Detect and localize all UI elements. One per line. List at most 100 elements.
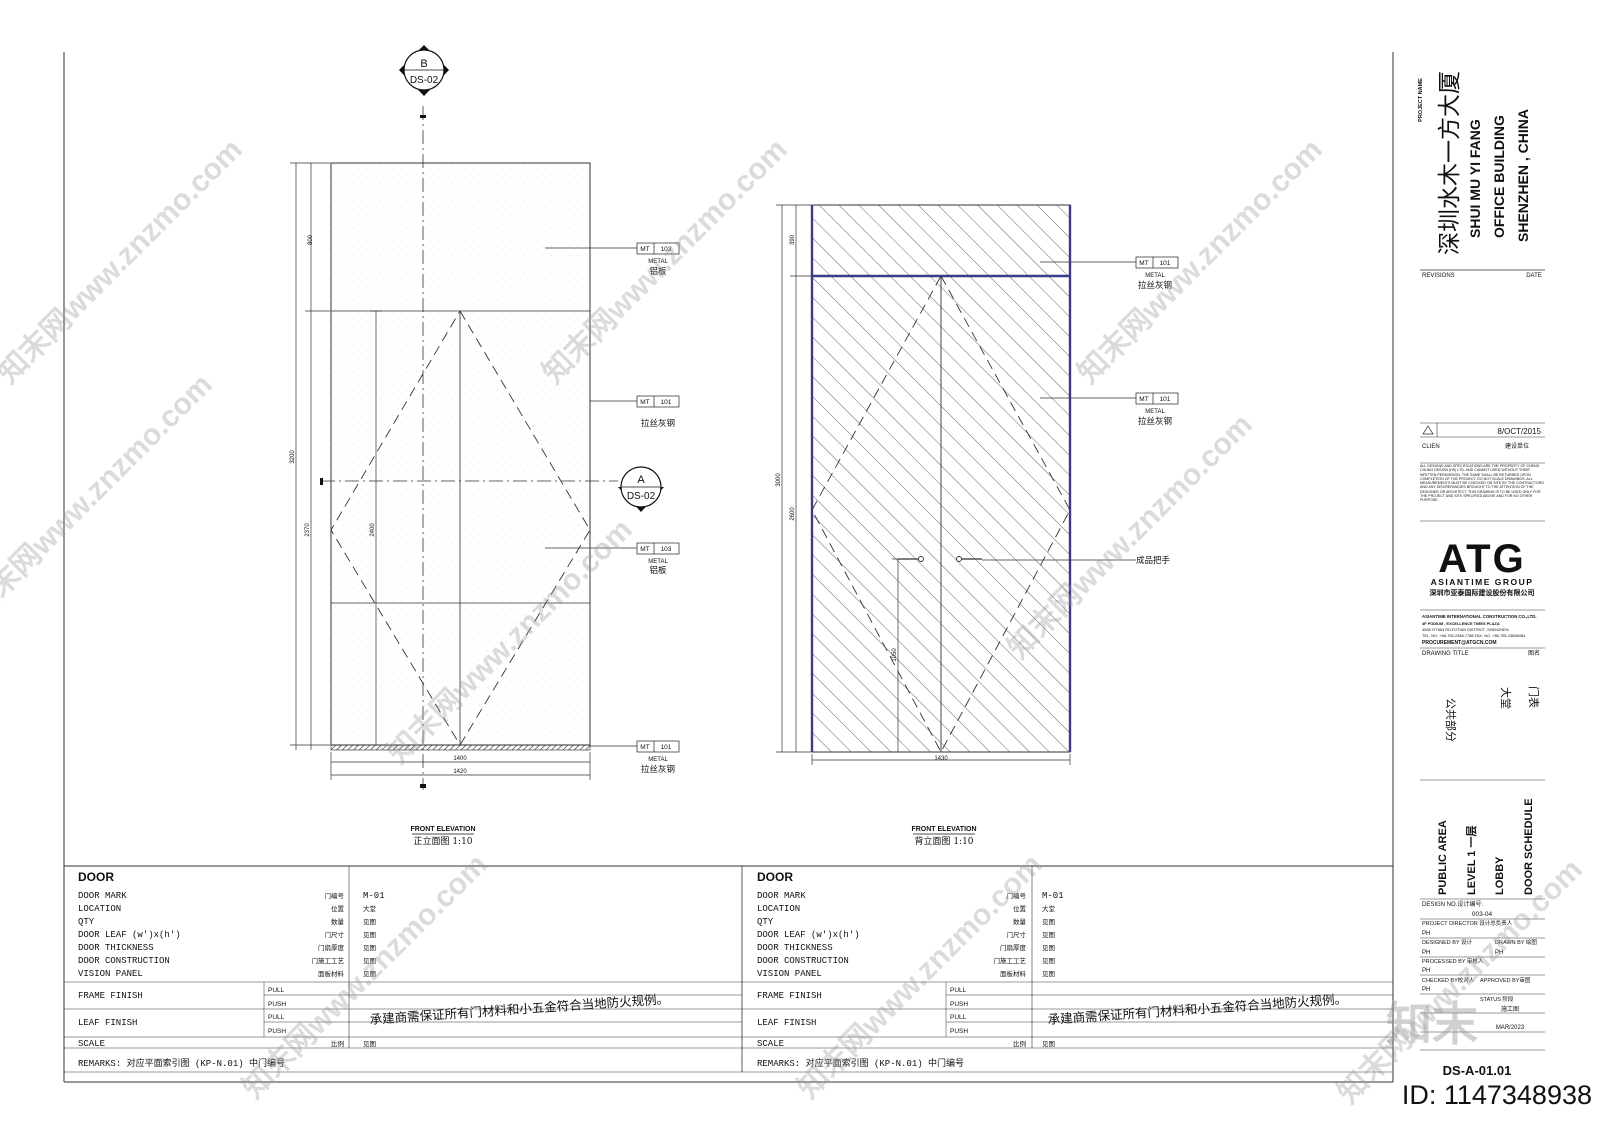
svg-text:MT: MT [640, 546, 649, 553]
svg-text:拉丝灰钢: 拉丝灰钢 [641, 764, 675, 775]
section-marker-a[interactable]: A DS-02 [618, 466, 664, 512]
svg-text:PROJECT DIRECTOR 设计总负责人: PROJECT DIRECTOR 设计总负责人 [1422, 919, 1513, 927]
svg-text:TEL. NO. +86-755-2388-7788 FA: TEL. NO. +86-755-2388-7788 FAX. NO. +86-… [1422, 633, 1526, 638]
svg-text:QTY: QTY [78, 917, 95, 927]
svg-text:比例: 比例 [1013, 1039, 1026, 1048]
svg-text:数量: 数量 [1013, 917, 1027, 926]
front-dim-h-top: 800 [308, 234, 314, 245]
svg-text:SCALE: SCALE [757, 1039, 784, 1049]
svg-text:SHUI MU YI FANG: SHUI MU YI FANG [1467, 119, 1483, 238]
front-door-outline [330, 162, 591, 746]
back-dim-h-top: 390 [790, 234, 796, 245]
title-block: PROJECT NAME 深圳水木一方大厦 SHUI MU YI FANG OF… [1418, 71, 1545, 1078]
svg-text:门施工工艺: 门施工工艺 [312, 956, 345, 965]
back-elevation: 390 3000 2600 1050 1430 MT 101 METAL 拉丝灰… [776, 204, 1179, 847]
svg-text:DOOR LEAF (w')x(h'): DOOR LEAF (w')x(h') [757, 930, 860, 940]
svg-text:面板材料: 面板材料 [1000, 969, 1027, 978]
svg-text:PROCUREMENT@ATGCN.COM: PROCUREMENT@ATGCN.COM [1422, 640, 1497, 646]
svg-text:面板材料: 面板材料 [318, 969, 345, 978]
schedule-heading-right: DOOR [757, 870, 793, 884]
svg-text:4068 YITIAN RD,FUTIAN DISTRICT: 4068 YITIAN RD,FUTIAN DISTRICT ,SHENZHEN [1422, 627, 1509, 632]
svg-text:位置: 位置 [331, 904, 345, 913]
svg-text:PUSH: PUSH [268, 1001, 286, 1008]
svg-text:LOBBY: LOBBY [1494, 856, 1506, 895]
svg-text:PULL: PULL [268, 1014, 285, 1021]
schedule-note-right: 承建商需保证所有门材料和小五金符合当地防火规例。 [1047, 991, 1347, 1027]
front-dim-w-inner: 1400 [453, 756, 467, 762]
back-handle-label: 成品把手 [1136, 555, 1171, 566]
schedule-note-left: 承建商需保证所有门材料和小五金符合当地防火规例。 [369, 991, 669, 1027]
back-dim-h-handle: 1050 [892, 648, 898, 662]
svg-text:知末网www.znzmo.com: 知末网www.znzmo.com [237, 848, 494, 1105]
front-title-zh: 正立面图 1:10 [413, 835, 472, 847]
svg-text:MT: MT [1139, 260, 1148, 267]
back-callout-2: MT 101 METAL 拉丝灰钢 [1135, 392, 1179, 427]
back-title-en: FRONT ELEVATION [911, 826, 976, 833]
svg-text:PH: PH [1422, 931, 1430, 937]
back-leaders [982, 261, 1136, 561]
svg-text:DOOR MARK: DOOR MARK [78, 891, 127, 901]
svg-text:PH: PH [1422, 987, 1430, 993]
svg-text:PULL: PULL [950, 1014, 967, 1021]
svg-text:4F PODIUM , EXCELLENCE TIMES P: 4F PODIUM , EXCELLENCE TIMES PLAZA [1422, 621, 1500, 626]
back-swing-diamond [811, 275, 1071, 753]
svg-text:深圳市亚泰国际建设股份有限公司: 深圳市亚泰国际建设股份有限公司 [1430, 588, 1535, 597]
svg-text:比例: 比例 [331, 1039, 344, 1048]
watermark-id: ID: 1147348938 [1402, 1080, 1592, 1110]
svg-text:见图: 见图 [1042, 957, 1055, 965]
svg-text:MAR/2023: MAR/2023 [1496, 1025, 1525, 1031]
svg-text:LEAF FINISH: LEAF FINISH [78, 1018, 137, 1028]
svg-text:DOOR MARK: DOOR MARK [757, 891, 806, 901]
front-vertical-dims [290, 162, 382, 750]
svg-text:101: 101 [1160, 260, 1171, 267]
svg-text:见图: 见图 [363, 944, 376, 952]
front-callout-1: MT 103 METAL 铝板 [636, 242, 680, 277]
svg-text:ASIANTIME GROUP: ASIANTIME GROUP [1431, 577, 1534, 587]
svg-text:REVISIONS: REVISIONS [1422, 273, 1455, 279]
schedule-remarks-right: REMARKS: 对应平面索引图 (KP-N.01) 中门编号 [757, 1057, 964, 1069]
svg-text:门编号: 门编号 [325, 891, 345, 900]
svg-text:见图: 见图 [1042, 970, 1055, 978]
back-dim-w-total: 1430 [934, 756, 948, 762]
svg-text:MT: MT [640, 246, 649, 253]
svg-text:DOOR CONSTRUCTION: DOOR CONSTRUCTION [757, 956, 849, 966]
svg-text:铝板: 铝板 [649, 266, 667, 277]
section-b-ref: DS-02 [410, 75, 439, 86]
svg-text:SCALE: SCALE [78, 1039, 105, 1049]
svg-text:PULL: PULL [268, 987, 285, 994]
svg-text:101: 101 [661, 744, 672, 751]
svg-text:DOOR THICKNESS: DOOR THICKNESS [757, 943, 833, 953]
front-leaders [545, 247, 637, 747]
svg-text:METAL: METAL [648, 559, 668, 565]
svg-text:门尺寸: 门尺寸 [325, 930, 345, 939]
svg-text:建设单位: 建设单位 [1505, 442, 1529, 450]
svg-text:知末网www.znzmo.com: 知末网www.znzmo.com [1072, 133, 1329, 390]
svg-text:VISION PANEL: VISION PANEL [78, 969, 143, 979]
svg-text:大堂: 大堂 [1499, 687, 1513, 709]
svg-text:PROJECT NAME: PROJECT NAME [1418, 78, 1424, 122]
svg-text:DESIGN NO.设计编号:: DESIGN NO.设计编号: [1422, 900, 1483, 908]
svg-text:PROCESSED BY 审核人: PROCESSED BY 审核人 [1422, 957, 1484, 965]
svg-text:103: 103 [661, 546, 672, 553]
front-horizontal-dims [330, 752, 591, 780]
svg-text:PH: PH [1422, 950, 1430, 956]
front-sill [330, 744, 591, 751]
front-dim-w-total: 1420 [453, 769, 467, 775]
svg-text:门扇厚度: 门扇厚度 [1000, 943, 1027, 952]
schedule-remarks-left: REMARKS: 对应平面索引图 (KP-N.01) 中门编号 [78, 1057, 285, 1069]
svg-text:铝板: 铝板 [649, 565, 667, 576]
svg-text:DOOR LEAF (w')x(h'): DOOR LEAF (w')x(h') [78, 930, 181, 940]
svg-text:LEVEL 1 一层: LEVEL 1 一层 [1465, 826, 1478, 895]
svg-text:FRAME FINISH: FRAME FINISH [757, 991, 822, 1001]
section-b-letter: B [420, 58, 427, 70]
svg-text:PH: PH [1495, 950, 1503, 956]
project-name-zh: 深圳水木一方大厦 [1437, 71, 1463, 255]
drawing-number: DS-A-01.01 [1443, 1063, 1512, 1078]
svg-text:DRAWING TITLE: DRAWING TITLE [1422, 651, 1469, 657]
svg-text:见图: 见图 [1042, 931, 1055, 939]
schedule-heading-left: DOOR [78, 870, 114, 884]
back-vertical-dims [776, 204, 904, 753]
svg-text:FRAME FINISH: FRAME FINISH [78, 991, 143, 1001]
section-marker-b[interactable]: B DS-02 [399, 45, 449, 96]
svg-text:门编号: 门编号 [1007, 891, 1027, 900]
